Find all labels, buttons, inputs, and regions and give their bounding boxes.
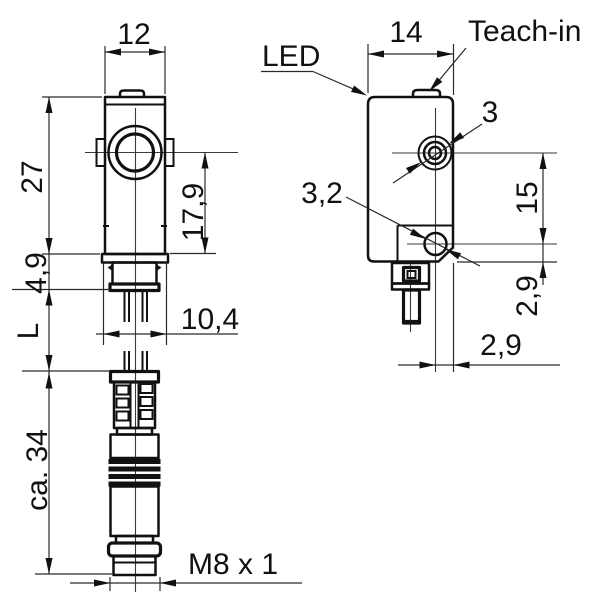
dim-plug-width: 10,4	[96, 263, 239, 345]
dim-hole-lower-label: 3,2	[301, 177, 343, 210]
fixing-hole-upper	[422, 140, 448, 166]
led-label: LED	[262, 40, 320, 73]
dim-left-chain: 27 4,9 L ca. 34	[12, 96, 112, 575]
mount-tab-left	[95, 138, 106, 167]
dim-plug-width-label: 10,4	[181, 303, 239, 336]
dim-cable-length-label: L	[12, 323, 45, 340]
fixing-hole-upper-outer	[417, 135, 453, 171]
dim-bottom-offset-label: 2,9	[480, 329, 522, 362]
cable-gland	[111, 261, 158, 286]
dim-height-label: 27	[16, 160, 49, 193]
teach-button	[411, 88, 442, 97]
m8-connector	[106, 369, 163, 577]
side-view: 14 Teach-in LED 3 3,2	[261, 15, 581, 372]
teach-button-front	[118, 89, 146, 97]
front-centerlines	[85, 108, 238, 592]
callout-led: LED	[261, 40, 367, 96]
cable-wires	[123, 290, 148, 372]
callout-teach-in: Teach-in	[429, 15, 581, 92]
dim-nose-label: 4,9	[20, 252, 53, 294]
dim-hole-spacing-label: 15	[511, 181, 544, 214]
teach-in-label: Teach-in	[468, 15, 581, 48]
dim-lower-offset-label: 2,9	[511, 275, 544, 317]
dim-optical-axis-label: 17,9	[177, 183, 210, 241]
dim-bottom-offset: 2,9	[398, 263, 560, 372]
dim-depth: 14	[367, 16, 455, 95]
thread-label: M8 x 1	[188, 548, 278, 581]
dim-optical-axis: 17,9	[170, 152, 216, 255]
front-body	[95, 89, 175, 293]
lens-outer	[107, 124, 163, 181]
mount-tab-right	[164, 138, 175, 167]
dim-hole-spacing: 15 2,9	[457, 153, 557, 317]
dim-hole-upper-label: 3	[482, 96, 499, 129]
dim-hole-lower: 3,2	[301, 177, 481, 267]
connector-barrel	[109, 485, 160, 538]
dim-front-width: 12	[104, 18, 166, 94]
dim-connector-length-label: ca. 34	[21, 429, 54, 511]
front-view: 12 27 4,9 L ca. 34 17,9	[12, 18, 302, 592]
dim-thread: M8 x 1	[70, 548, 302, 591]
dim-depth-label: 14	[389, 16, 422, 49]
fixing-hole-lower	[423, 231, 448, 257]
side-connector-stub	[390, 261, 431, 325]
lens-inner	[114, 132, 156, 173]
side-body	[366, 88, 455, 263]
gland-flange	[108, 282, 161, 293]
dim-hole-upper: 3	[392, 96, 499, 184]
knurled-nut	[106, 541, 163, 558]
dim-front-width-label: 12	[117, 18, 150, 51]
connector-cap	[108, 369, 161, 384]
m8-thread	[112, 554, 157, 577]
side-centerlines	[392, 108, 557, 372]
